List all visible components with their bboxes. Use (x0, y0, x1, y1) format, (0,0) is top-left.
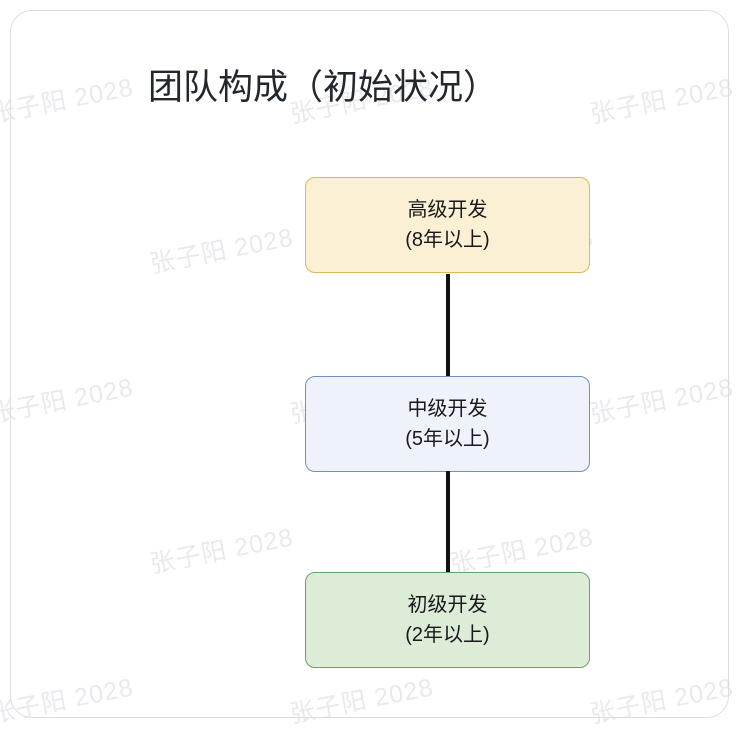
node-senior-title: 高级开发 (407, 199, 488, 221)
diagram-card (10, 10, 729, 718)
node-mid-subtitle: (5年以上) (405, 428, 490, 450)
node-junior-developer[interactable]: 初级开发 (2年以上) (305, 572, 590, 668)
node-senior-developer[interactable]: 高级开发 (8年以上) (305, 177, 590, 273)
connector-senior-to-mid (446, 274, 450, 376)
page-title: 团队构成（初始状况） (148, 68, 499, 107)
node-senior-subtitle: (8年以上) (405, 229, 490, 251)
node-junior-title: 初级开发 (407, 594, 488, 616)
node-mid-developer[interactable]: 中级开发 (5年以上) (305, 376, 590, 472)
node-junior-subtitle: (2年以上) (405, 624, 490, 646)
node-mid-title: 中级开发 (407, 398, 488, 420)
connector-mid-to-junior (446, 471, 450, 572)
